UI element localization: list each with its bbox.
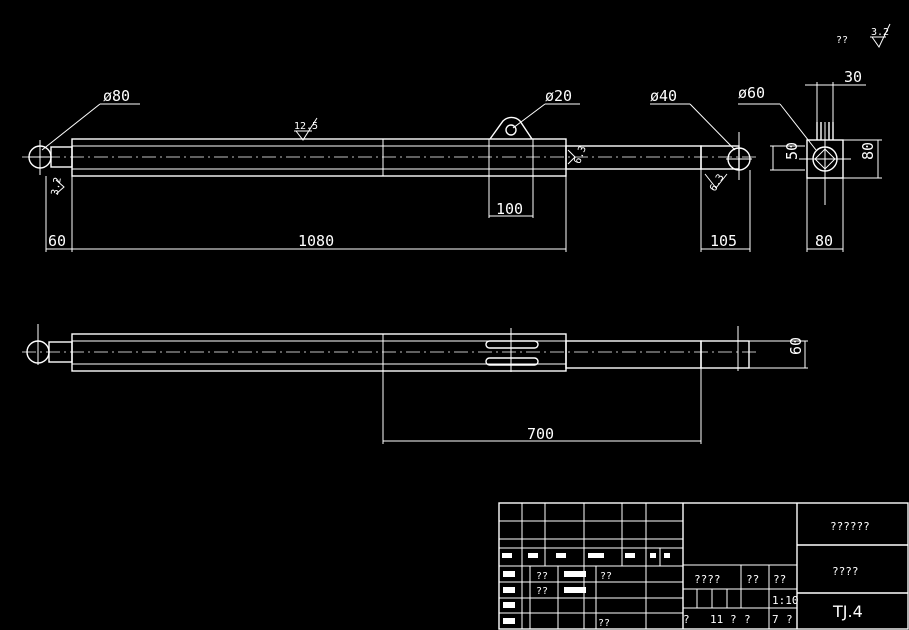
top-view: 60 700 (22, 324, 808, 444)
tb-scale-label: ?? (773, 573, 786, 586)
leader-d20 (512, 103, 546, 129)
top-rod-end (700, 340, 750, 369)
tb-row-f: ? (786, 613, 793, 626)
tb-sig-4: ?? (598, 618, 610, 629)
dim-80-vertical: 80 (859, 142, 877, 160)
top-inner-rod (565, 340, 702, 369)
tb-row-b: 11 (710, 613, 723, 626)
svg-text:12.5: 12.5 (294, 121, 318, 132)
tb-drawing-number: TJ.4 (832, 602, 863, 621)
top-slot-1 (485, 340, 539, 349)
dim-d80: ø80 (103, 87, 130, 105)
dim-30: 30 (844, 68, 862, 86)
leader-d80 (41, 103, 101, 151)
roughness-12-5: 12.5 (294, 117, 318, 141)
side-inner-square (814, 148, 836, 170)
svg-text:6.3: 6.3 (572, 145, 589, 166)
tb-left-grid (499, 503, 683, 629)
title-block: ?? ?? ?? ?? ???? ?? ?? 1:10 ? 11 ? ? 7 ?… (498, 502, 909, 630)
front-main-tube (71, 138, 567, 177)
tb-top-right-label: ?????? (830, 520, 870, 533)
side-view: ø60 30 50 80 80 (738, 68, 882, 252)
general-roughness-3-2: 3.2 (870, 23, 891, 48)
roughness-6-3-b: 6.3 (704, 172, 728, 194)
front-view: 60 1080 100 105 ø80 ø20 ø40 12.5 6.3 (22, 87, 760, 252)
leader-d40 (689, 103, 736, 151)
dim-50: 50 (783, 142, 801, 160)
dim-60-left: 60 (48, 232, 66, 250)
top-slot-2 (485, 357, 539, 366)
roughness-3-2-left: 3.2 (50, 176, 65, 196)
tb-mid-right-label: ???? (832, 565, 859, 578)
tb-row-e: 7 (772, 613, 779, 626)
dim-60-vertical: 60 (787, 337, 805, 355)
tb-row-c: ? (730, 613, 737, 626)
front-lug-hole (505, 124, 517, 136)
dim-1080: 1080 (298, 232, 334, 250)
svg-text:3.2: 3.2 (50, 176, 64, 196)
dim-105: 105 (710, 232, 737, 250)
dim-d40: ø40 (650, 87, 677, 105)
tb-sig-3: ?? (536, 586, 548, 597)
tb-row-d: ? (744, 613, 751, 626)
tb-row-a: ? (683, 613, 690, 626)
leader-d60 (779, 103, 817, 151)
svg-text:3.2: 3.2 (871, 27, 889, 38)
tb-scale-value: 1:10 (772, 594, 799, 607)
general-symbol: ?? (836, 35, 848, 46)
dim-d60: ø60 (738, 84, 765, 102)
tb-qty-label: ?? (746, 573, 759, 586)
tb-sig-1: ?? (536, 571, 548, 582)
tb-left-blobs (502, 553, 670, 624)
roughness-6-3-a: 6.3 (567, 145, 589, 166)
dim-80-horizontal: 80 (815, 232, 833, 250)
dim-700: 700 (527, 425, 554, 443)
front-lug (489, 116, 533, 140)
tb-sig-2: ?? (600, 571, 612, 582)
dim-100: 100 (496, 200, 523, 218)
dim-d20: ø20 (545, 87, 572, 105)
tb-weight-label: ???? (694, 573, 721, 586)
svg-text:6.3: 6.3 (708, 172, 727, 193)
